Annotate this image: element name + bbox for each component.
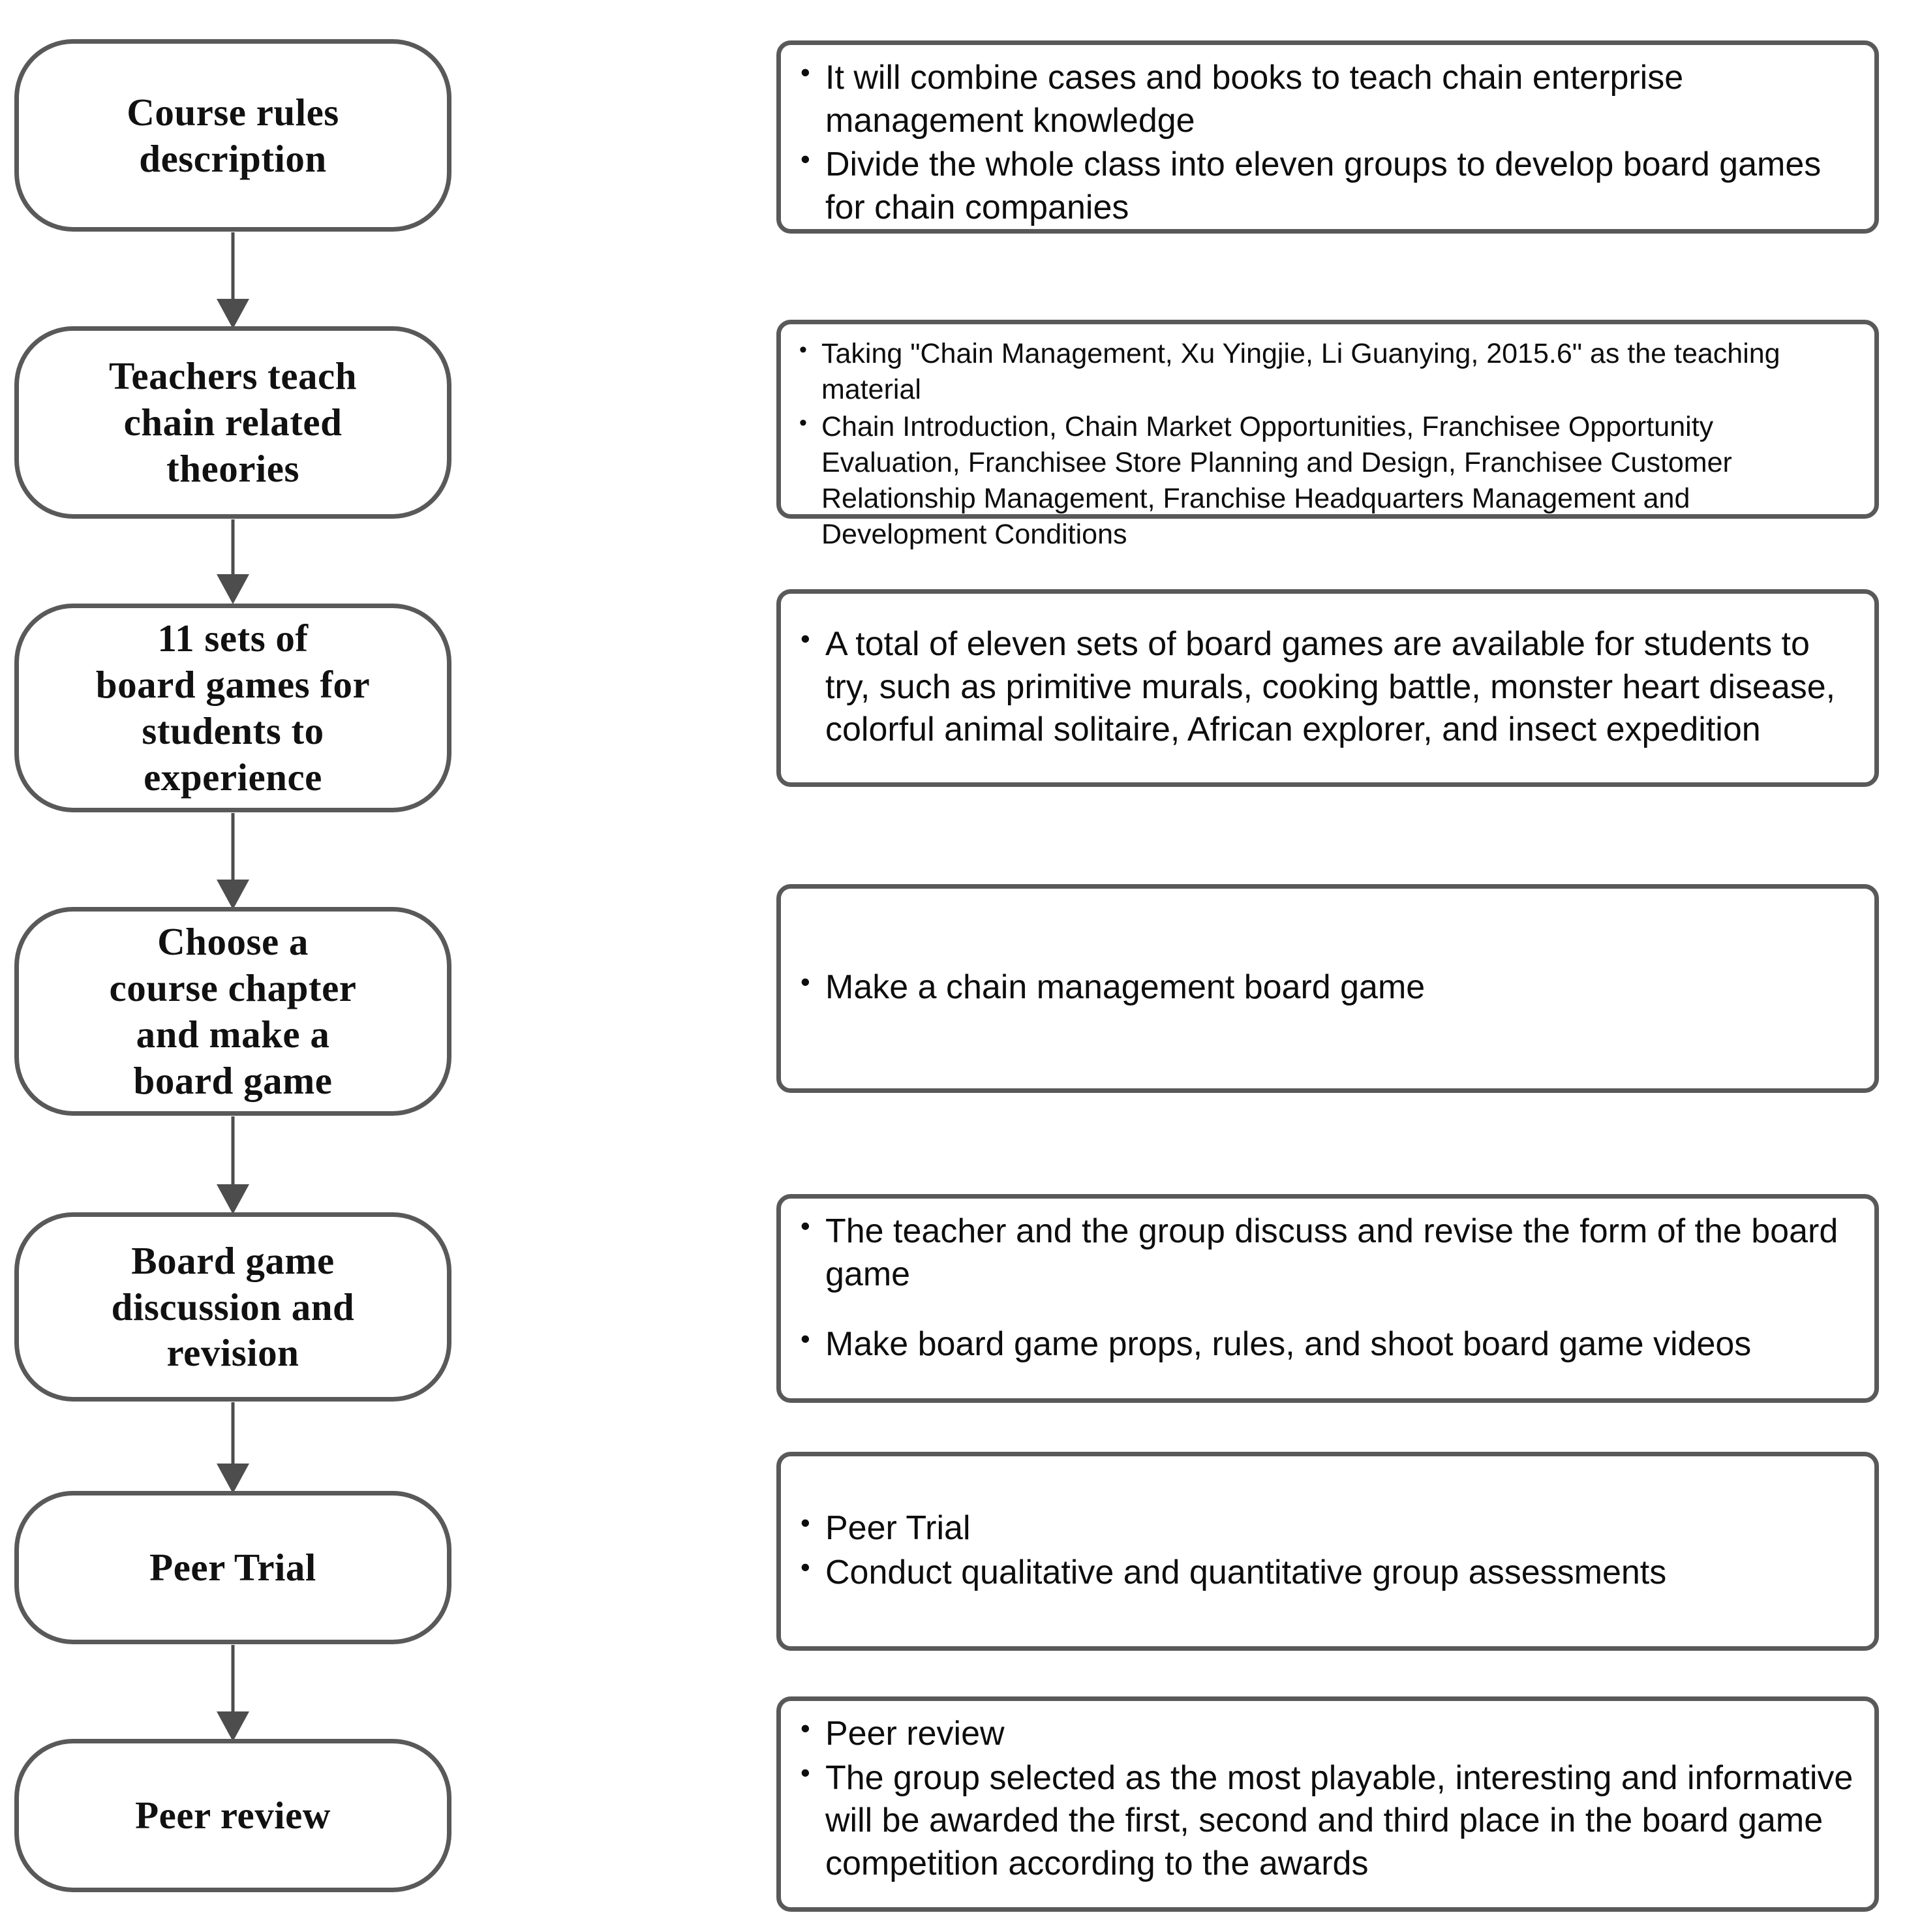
detail-box-peer-review[interactable]: Peer review The group selected as the mo… (776, 1696, 1879, 1912)
detail-list-item: Make a chain management board game (795, 965, 1857, 1009)
flow-node-11-sets-of-board-games[interactable]: 11 sets of board games for students to e… (14, 604, 451, 812)
arrow-shaft (231, 1116, 235, 1186)
detail-list-item: Conduct qualitative and quantitative gro… (795, 1550, 1857, 1595)
flow-node-peer-trial[interactable]: Peer Trial (14, 1491, 451, 1644)
arrow-head-icon (217, 1711, 249, 1741)
flow-node-board-game-discussion-and-revision[interactable]: Board game discussion and revision (14, 1212, 451, 1402)
detail-list: Make a chain management board game (795, 965, 1857, 1011)
arrow-shaft (231, 519, 235, 575)
detail-list-item: Chain Introduction, Chain Market Opportu… (795, 409, 1857, 553)
flow-node-label: Course rules description (127, 90, 339, 180)
detail-box-board-game-discussion-and-revision[interactable]: The teacher and the group discuss and re… (776, 1194, 1879, 1403)
detail-list: It will combine cases and books to teach… (795, 55, 1857, 230)
detail-list: Peer review The group selected as the mo… (795, 1711, 1857, 1886)
flow-node-label: Board game discussion and revision (111, 1238, 355, 1375)
arrow-head-icon (217, 880, 249, 910)
flow-node-label: Choose a course chapter and make a board… (109, 920, 357, 1102)
detail-list: Taking "Chain Management, Xu Yingjie, Li… (795, 336, 1857, 554)
flow-node-label: Teachers teach chain related theories (108, 354, 358, 490)
flow-node-choose-course-chapter-make-board-game[interactable]: Choose a course chapter and make a board… (14, 907, 451, 1116)
detail-list-item: A total of eleven sets of board games ar… (795, 622, 1857, 752)
arrow-shaft (231, 232, 235, 300)
detail-list-item: Peer Trial (795, 1506, 1857, 1550)
detail-box-peer-trial[interactable]: Peer Trial Conduct qualitative and quant… (776, 1452, 1879, 1651)
detail-list-item: Divide the whole class into eleven group… (795, 142, 1857, 229)
arrow-head-icon (217, 1184, 249, 1214)
detail-list-item: The teacher and the group discuss and re… (795, 1209, 1857, 1296)
detail-box-course-rules-description[interactable]: It will combine cases and books to teach… (776, 40, 1879, 234)
detail-list-item: Peer review (795, 1711, 1857, 1756)
flow-node-label: Peer Trial (149, 1546, 316, 1589)
arrow-head-icon (217, 299, 249, 329)
flow-node-peer-review[interactable]: Peer review (14, 1739, 451, 1892)
detail-list-item: Make board game props, rules, and shoot … (795, 1322, 1857, 1366)
detail-box-11-sets-of-board-games[interactable]: A total of eleven sets of board games ar… (776, 589, 1879, 787)
flow-node-label: 11 sets of board games for students to e… (95, 617, 371, 799)
detail-list: A total of eleven sets of board games ar… (795, 622, 1857, 753)
flow-node-course-rules-description[interactable]: Course rules description (14, 39, 451, 232)
arrow-head-icon (217, 574, 249, 604)
arrow-shaft (231, 1645, 235, 1713)
flow-node-teachers-teach-chain-related-theories[interactable]: Teachers teach chain related theories (14, 326, 451, 519)
detail-box-teachers-teach-chain-related-theories[interactable]: Taking "Chain Management, Xu Yingjie, Li… (776, 320, 1879, 550)
flow-node-label: Peer review (135, 1794, 331, 1837)
arrow-shaft (231, 1402, 235, 1465)
arrow-head-icon (217, 1464, 249, 1494)
arrow-shaft (231, 813, 235, 881)
detail-list: The teacher and the group discuss and re… (795, 1209, 1857, 1366)
detail-list-item: It will combine cases and books to teach… (795, 55, 1857, 142)
detail-list-item: The group selected as the most playable,… (795, 1756, 1857, 1886)
detail-box-choose-course-chapter-make-board-game[interactable]: Make a chain management board game (776, 884, 1879, 1093)
detail-list-item: Taking "Chain Management, Xu Yingjie, Li… (795, 336, 1857, 408)
detail-list: Peer Trial Conduct qualitative and quant… (795, 1506, 1857, 1595)
